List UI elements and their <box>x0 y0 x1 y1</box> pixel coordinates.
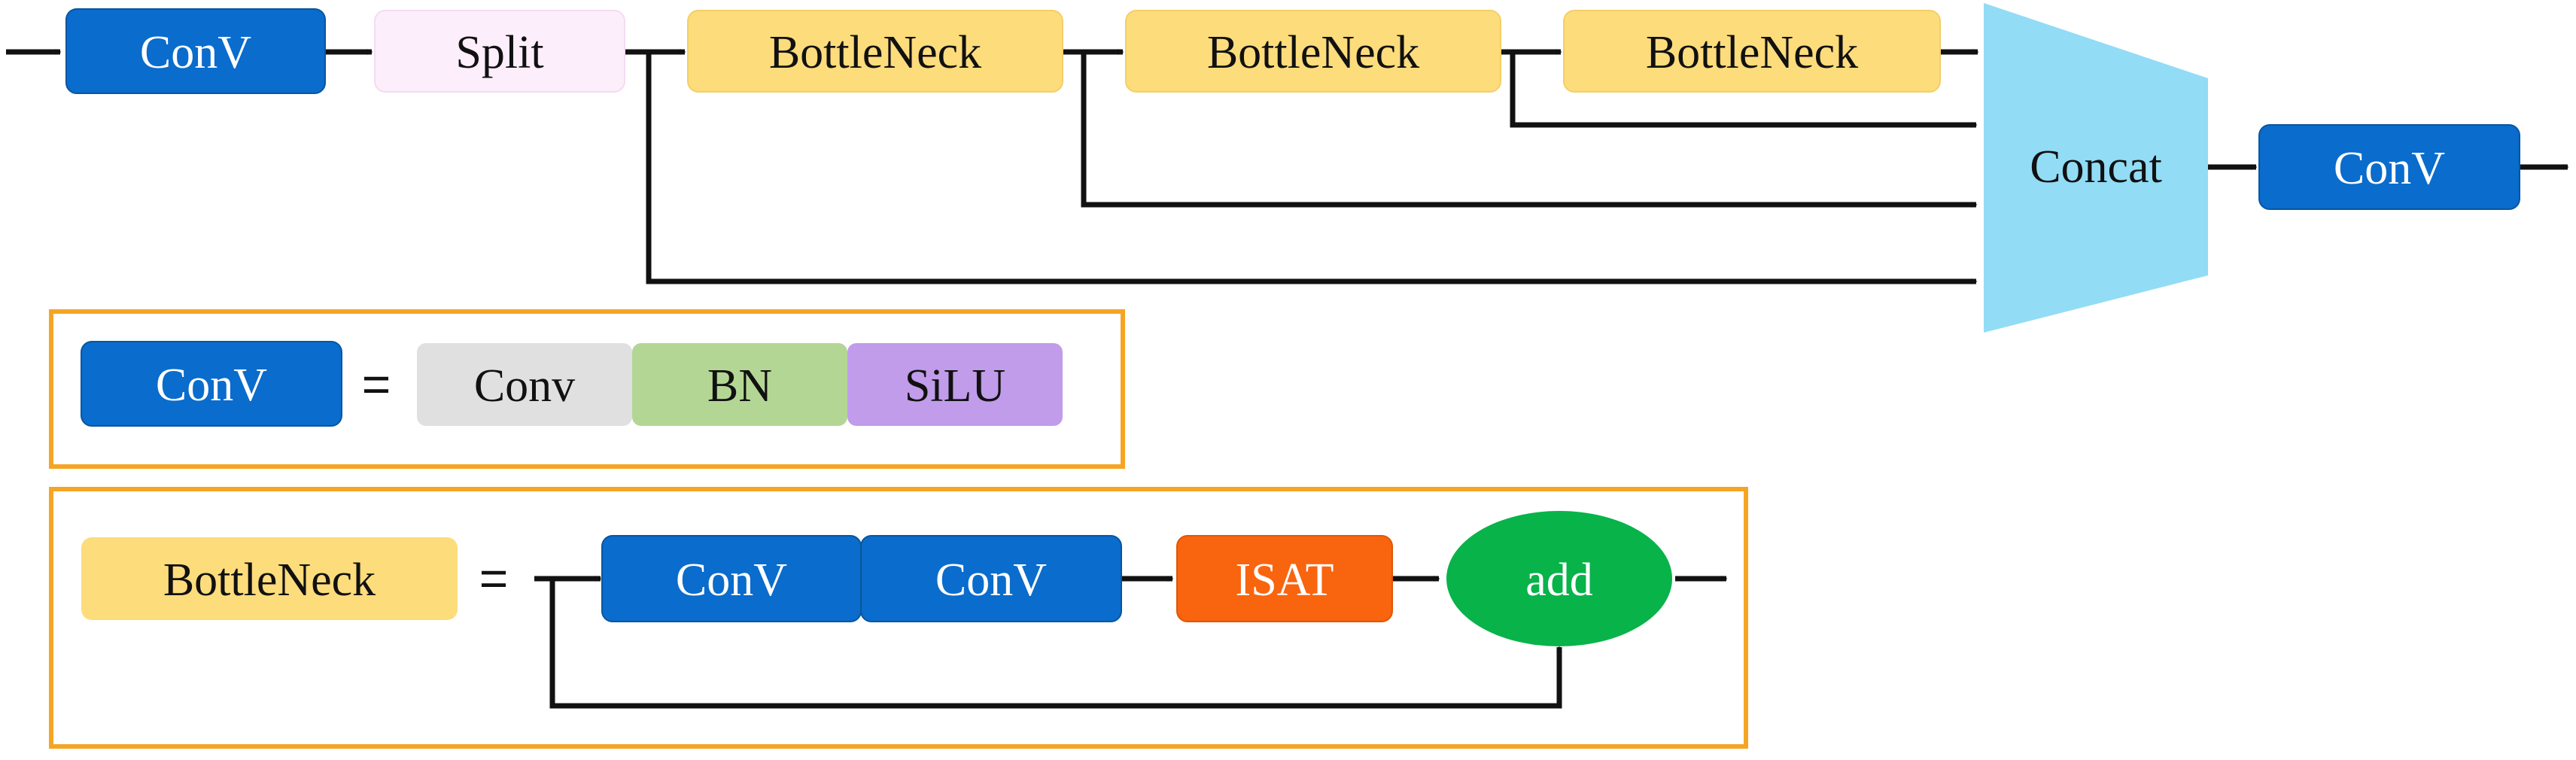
add-label: add <box>1525 555 1593 606</box>
split-skip-arrow <box>646 52 1978 284</box>
conv-output-block: ConV <box>2258 124 2520 210</box>
conv-input-block: ConV <box>65 8 326 94</box>
split-box <box>374 10 625 93</box>
bottleneck-legend-conv2-label: ConV <box>935 555 1047 606</box>
conv-input-box <box>65 8 326 94</box>
bottleneck-legend-border <box>49 487 1748 749</box>
bottleneck-1-label: BottleNeck <box>769 27 981 78</box>
bottleneck-2-box <box>1125 10 1501 93</box>
conv-output-label: ConV <box>2334 143 2445 194</box>
conv-legend-border <box>49 309 1125 469</box>
bottleneck-legend: BottleNeck = ConV ConV ISAT add <box>49 487 1748 749</box>
bottleneck-legend-conv2-box <box>860 535 1122 622</box>
isat-box <box>1176 535 1393 622</box>
conv-part-silu-label: SiLU <box>905 360 1005 412</box>
conv-legend-conv-box <box>81 341 342 427</box>
bottleneck-3-block: BottleNeck <box>1563 10 1941 93</box>
bottleneck2-skip-arrow <box>1081 52 1978 208</box>
add-node <box>1446 511 1672 646</box>
conv-part-silu-box <box>847 343 1063 426</box>
concat-label: Concat <box>2030 141 2162 193</box>
conv-legend-conv-label: ConV <box>156 360 267 411</box>
bottleneck-legend-equals: = <box>479 550 509 606</box>
conv-input-label: ConV <box>140 27 251 78</box>
conv-output-box <box>2258 124 2520 210</box>
conv-part-bn-label: BN <box>707 360 772 412</box>
bottleneck-legend-bottleneck-box <box>81 537 458 620</box>
conv-legend-equals: = <box>362 356 391 412</box>
split-label: Split <box>455 27 543 78</box>
concat-block: Concat <box>1984 3 2208 333</box>
bottleneck3-skip-arrow <box>1510 52 1978 128</box>
residual-skip-arrow <box>549 579 1562 709</box>
conv-part-conv-box <box>417 343 632 426</box>
bottleneck-legend-conv1-label: ConV <box>676 555 787 606</box>
bottleneck-1-box <box>687 10 1063 93</box>
isat-label: ISAT <box>1236 555 1334 606</box>
bottleneck-2-block: BottleNeck <box>1125 10 1501 93</box>
bottleneck-1-block: BottleNeck <box>687 10 1063 93</box>
bottleneck-legend-bottleneck-label: BottleNeck <box>163 555 376 606</box>
bottleneck-3-label: BottleNeck <box>1646 27 1858 78</box>
conv-part-bn-box <box>632 343 847 426</box>
split-block: Split <box>374 10 625 93</box>
bottleneck-2-label: BottleNeck <box>1207 27 1419 78</box>
conv-part-conv-label: Conv <box>474 360 575 412</box>
concat-trapezoid <box>1984 3 2208 333</box>
main-flow: ConV Split BottleNeck BottleNeck BottleN… <box>6 3 2569 333</box>
bottleneck-3-box <box>1563 10 1941 93</box>
conv-legend: ConV = Conv BN SiLU <box>49 309 1125 469</box>
